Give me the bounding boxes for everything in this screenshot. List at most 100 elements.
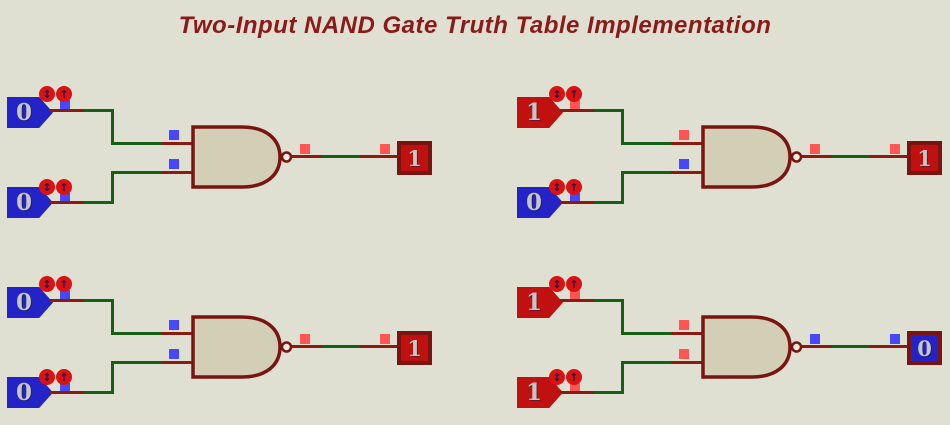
- wire-segment: [84, 201, 114, 204]
- nand-gate-icon[interactable]: [190, 314, 298, 380]
- wire-segment: [802, 155, 832, 158]
- output-value: 1: [407, 335, 422, 361]
- output-state-indicator: [300, 144, 310, 154]
- wire-segment: [621, 109, 624, 145]
- input-b-value: 0: [526, 189, 543, 216]
- toggle-state-square: [570, 193, 580, 203]
- output-value: 0: [917, 335, 932, 361]
- toggle-state-square: [570, 383, 580, 393]
- input-a-value: 0: [16, 99, 33, 126]
- input-b-value: 1: [526, 379, 543, 406]
- wire-segment: [111, 299, 114, 335]
- wire-segment: [621, 332, 671, 335]
- wire-segment: [322, 155, 360, 158]
- logic-toggle-input-b[interactable]: ↕ ↑: [549, 369, 585, 397]
- wire-segment: [621, 172, 624, 204]
- toggle-state-square: [60, 290, 70, 300]
- toggle-updown-icon[interactable]: ↕: [39, 179, 55, 195]
- wire-segment: [832, 345, 870, 348]
- input-a-value: 1: [526, 289, 543, 316]
- output-probe-pad[interactable]: 0: [907, 331, 942, 365]
- wire-segment: [621, 142, 671, 145]
- input-b-value: 0: [16, 379, 33, 406]
- wire-segment: [322, 345, 360, 348]
- logic-toggle-input-a[interactable]: ↕ ↑: [549, 86, 585, 114]
- wire-segment: [621, 299, 624, 335]
- wire-segment: [621, 361, 671, 364]
- nand-gate-icon[interactable]: [700, 314, 808, 380]
- logic-toggle-input-a[interactable]: ↕ ↑: [39, 86, 75, 114]
- toggle-updown-icon[interactable]: ↕: [549, 276, 565, 292]
- output-probe-pad[interactable]: 1: [397, 331, 432, 365]
- input-b-state-indicator: [679, 159, 689, 169]
- output-probe-pad[interactable]: 1: [397, 141, 432, 175]
- input-a-value: 0: [16, 289, 33, 316]
- toggle-state-square: [60, 383, 70, 393]
- wire-segment: [870, 345, 909, 348]
- wire-segment: [560, 391, 594, 394]
- input-a-state-indicator: [169, 130, 179, 140]
- output-state-indicator: [380, 334, 390, 344]
- output-state-indicator: [890, 334, 900, 344]
- wire-segment: [594, 109, 624, 112]
- gate-pin-a: [161, 332, 192, 335]
- toggle-up-icon[interactable]: ↑: [56, 276, 72, 292]
- toggle-up-icon[interactable]: ↑: [56, 86, 72, 102]
- toggle-updown-icon[interactable]: ↕: [549, 179, 565, 195]
- toggle-up-icon[interactable]: ↑: [566, 86, 582, 102]
- input-b-state-indicator: [679, 349, 689, 359]
- toggle-up-icon[interactable]: ↑: [56, 369, 72, 385]
- wire-segment: [50, 109, 84, 112]
- wire-segment: [560, 109, 594, 112]
- nand-circuit-top-left: ↕ ↑ 0 ↕ ↑ 0 1: [0, 85, 450, 235]
- toggle-updown-icon[interactable]: ↕: [549, 369, 565, 385]
- wire-segment: [111, 109, 114, 145]
- input-a-value: 1: [526, 99, 543, 126]
- toggle-up-icon[interactable]: ↑: [566, 369, 582, 385]
- gate-pin-a: [671, 142, 702, 145]
- nand-circuit-bottom-right: ↕ ↑ 1 ↕ ↑ 1 0: [510, 275, 950, 425]
- page-title: Two-Input NAND Gate Truth Table Implemen…: [178, 12, 772, 39]
- nand-circuit-bottom-left: ↕ ↑ 0 ↕ ↑ 0 1: [0, 275, 450, 425]
- nand-gate-icon[interactable]: [190, 124, 298, 190]
- toggle-up-icon[interactable]: ↑: [566, 179, 582, 195]
- toggle-updown-icon[interactable]: ↕: [549, 86, 565, 102]
- wire-segment: [84, 299, 114, 302]
- wire-segment: [111, 142, 161, 145]
- wire-segment: [111, 332, 161, 335]
- logic-toggle-input-a[interactable]: ↕ ↑: [549, 276, 585, 304]
- nand-circuit-top-right: ↕ ↑ 1 ↕ ↑ 0 1: [510, 85, 950, 235]
- toggle-up-icon[interactable]: ↑: [56, 179, 72, 195]
- input-b-value: 0: [16, 189, 33, 216]
- wire-segment: [594, 299, 624, 302]
- logic-toggle-input-b[interactable]: ↕ ↑: [39, 369, 75, 397]
- input-b-state-indicator: [169, 159, 179, 169]
- logic-toggle-input-b[interactable]: ↕ ↑: [39, 179, 75, 207]
- output-value: 1: [407, 145, 422, 171]
- wire-segment: [594, 201, 624, 204]
- output-state-indicator: [890, 144, 900, 154]
- toggle-up-icon[interactable]: ↑: [566, 276, 582, 292]
- toggle-updown-icon[interactable]: ↕: [39, 276, 55, 292]
- toggle-state-square: [60, 193, 70, 203]
- wire-segment: [594, 391, 624, 394]
- toggle-state-square: [60, 100, 70, 110]
- toggle-state-square: [570, 290, 580, 300]
- output-state-indicator: [810, 144, 820, 154]
- toggle-state-square: [570, 100, 580, 110]
- wire-segment: [292, 345, 322, 348]
- nand-gate-icon[interactable]: [700, 124, 808, 190]
- toggle-updown-icon[interactable]: ↕: [39, 86, 55, 102]
- logic-toggle-input-b[interactable]: ↕ ↑: [549, 179, 585, 207]
- gate-pin-b: [161, 361, 192, 364]
- wire-segment: [802, 345, 832, 348]
- wire-segment: [111, 172, 114, 204]
- wire-segment: [50, 391, 84, 394]
- toggle-updown-icon[interactable]: ↕: [39, 369, 55, 385]
- logic-toggle-input-a[interactable]: ↕ ↑: [39, 276, 75, 304]
- wire-segment: [560, 299, 594, 302]
- wire-segment: [50, 299, 84, 302]
- wire-segment: [560, 201, 594, 204]
- output-probe-pad[interactable]: 1: [907, 141, 942, 175]
- wire-segment: [111, 171, 161, 174]
